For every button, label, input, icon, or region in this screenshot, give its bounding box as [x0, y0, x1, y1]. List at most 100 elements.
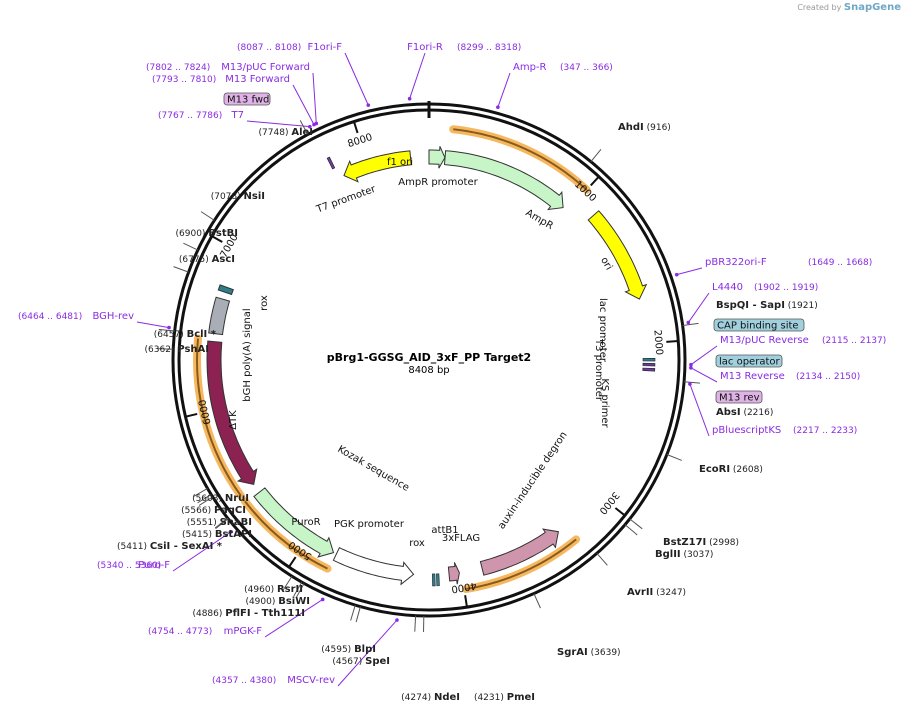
enzyme-position: (2608): [730, 465, 763, 475]
enzyme-name: SpeI: [365, 656, 390, 667]
feature-label-attb1: attB1: [431, 525, 458, 536]
primer-pbr322ori-f: pBR322ori-F: [705, 257, 767, 268]
primer-site: [686, 320, 691, 325]
primer-site: [496, 105, 500, 110]
enzyme-leader: [295, 583, 305, 598]
enzyme-bstz17i: BstZ17I (2998): [663, 537, 739, 548]
highlight-arc-line: [244, 500, 328, 570]
highlight-arc-line: [196, 338, 242, 497]
small-feature-block: [326, 156, 336, 170]
feature-arrows[interactable]: [206, 146, 656, 587]
feature-ampr-promoter[interactable]: [428, 146, 446, 169]
leader-lines: [136, 52, 718, 687]
ruler-label: 3000: [597, 489, 621, 516]
enzyme-leader: [200, 211, 215, 221]
enzyme-leader: [590, 148, 602, 162]
enzyme-leader: [350, 605, 356, 621]
feature-ori[interactable]: [587, 210, 648, 300]
feature-label-kozak-sequence: Kozak sequence: [336, 444, 411, 494]
enzyme-name: SnaBI: [220, 517, 252, 528]
feature-label-puror: PuroR: [291, 517, 320, 528]
enzyme-ahdi: AhdI (916): [618, 122, 671, 133]
enzyme-ndei: (4274) NdeI: [401, 692, 460, 703]
enzyme-position: (2216): [741, 408, 774, 418]
feature-label-f1-ori: f1 ori: [387, 157, 413, 168]
feature-tk[interactable]: [206, 340, 258, 485]
boxed-feature-m13-fwd: M13 fwd: [227, 95, 269, 106]
feature-label-ori: ori: [598, 255, 614, 272]
enzyme-position: (3247): [653, 588, 686, 598]
feature-3xflag[interactable]: [447, 562, 460, 585]
enzyme-name: SgrAI: [557, 647, 588, 658]
enzyme-bstapi: (5415) BstAPI: [182, 529, 252, 540]
enzyme-position: (4886): [192, 609, 225, 619]
feature-ampr[interactable]: [443, 150, 564, 211]
feature-f1-ori[interactable]: [343, 150, 412, 183]
enzyme-name: RsrII: [277, 584, 303, 595]
primer-range: (8299 .. 8318): [457, 43, 521, 53]
feature-puror[interactable]: [253, 487, 335, 558]
primer-f1ori-r: F1ori-R: [407, 42, 443, 53]
enzyme-name: AbsI: [716, 407, 741, 418]
ruler-tick: [185, 412, 198, 418]
enzyme-asci: (6775) AscI: [179, 254, 235, 265]
primer-leader: [312, 72, 317, 124]
enzyme-position: (4274): [401, 693, 434, 703]
feature-pgk-promoter[interactable]: [332, 547, 415, 586]
enzyme-name: PaqCI: [214, 505, 246, 516]
ruler-tick: [590, 175, 600, 187]
enzyme-snabi: (5551) SnaBI: [187, 517, 252, 528]
primer-leader: [172, 531, 232, 572]
enzyme-leader: [682, 322, 699, 326]
primer-range: (5340 .. 5360): [97, 561, 161, 571]
enzyme-leader: [293, 581, 303, 597]
enzyme-position: (3037): [681, 550, 714, 560]
ruler-tick: [614, 507, 626, 517]
enzyme-isoschizomer: - Tth111I: [251, 608, 305, 619]
feature-label-pgk-promoter: PGK promoter: [334, 519, 405, 530]
primer-site: [320, 597, 325, 602]
enzyme-position: (4595): [321, 645, 354, 655]
ruler-label: 2000: [651, 329, 664, 355]
enzyme-position: (3639): [588, 648, 621, 658]
primer-pbluescriptks: pBluescriptKS: [712, 425, 781, 436]
ruler-tick: [288, 556, 297, 568]
primer-range: (7767 .. 7786): [158, 111, 222, 121]
feature-auxin-inducible-degron[interactable]: [479, 528, 559, 576]
enzyme-position: (7748): [259, 128, 292, 138]
feature-label-t3-promoter: T3 promoter: [593, 338, 604, 402]
boxed-feature-m13-rev: M13 rev: [719, 393, 760, 404]
primer-site: [689, 362, 693, 367]
enzyme-name: BspQI: [716, 300, 749, 311]
enzyme-leader: [282, 575, 293, 591]
small-feature-block: [436, 573, 440, 587]
enzyme-position: (6457): [154, 330, 187, 340]
primer-site: [366, 103, 371, 107]
primer-site: [407, 96, 412, 101]
primer-mpgk-f: mPGK-F: [224, 626, 263, 637]
enzyme-pflfi: (4886) PflFI - Tth111I: [192, 608, 305, 619]
primer-range: (2217 .. 2233): [793, 426, 857, 436]
highlight-arcs: [193, 125, 591, 594]
enzyme-pmei: (4231) PmeI: [474, 692, 535, 703]
enzyme-name: BstBI: [208, 228, 238, 239]
enzyme-blpi: (4595) BlpI: [321, 644, 376, 655]
enzyme-bstbi: (6900) BstBI: [176, 228, 239, 239]
primer-range: (347 .. 366): [560, 63, 613, 73]
ruler-tick: [211, 235, 223, 243]
enzyme-name: BglII: [655, 549, 681, 560]
enzyme-position: (6900): [176, 229, 209, 239]
primer-leader: [687, 292, 710, 323]
primer-markers: [167, 96, 693, 622]
enzyme-position: (916): [644, 123, 671, 133]
primer-range: (2115 .. 2137): [822, 336, 886, 346]
enzyme-name: EcoRI: [699, 464, 730, 475]
enzyme-position: (5603): [192, 494, 225, 504]
primer-site: [308, 124, 312, 129]
enzyme-spei: (4567) SpeI: [332, 656, 390, 667]
enzyme-name: CsiI: [150, 541, 170, 552]
feature-rox[interactable]: [217, 284, 234, 296]
feature-bgh-poly-a-signal[interactable]: [208, 296, 231, 336]
primer-m13-forward: M13 Forward: [225, 74, 290, 85]
